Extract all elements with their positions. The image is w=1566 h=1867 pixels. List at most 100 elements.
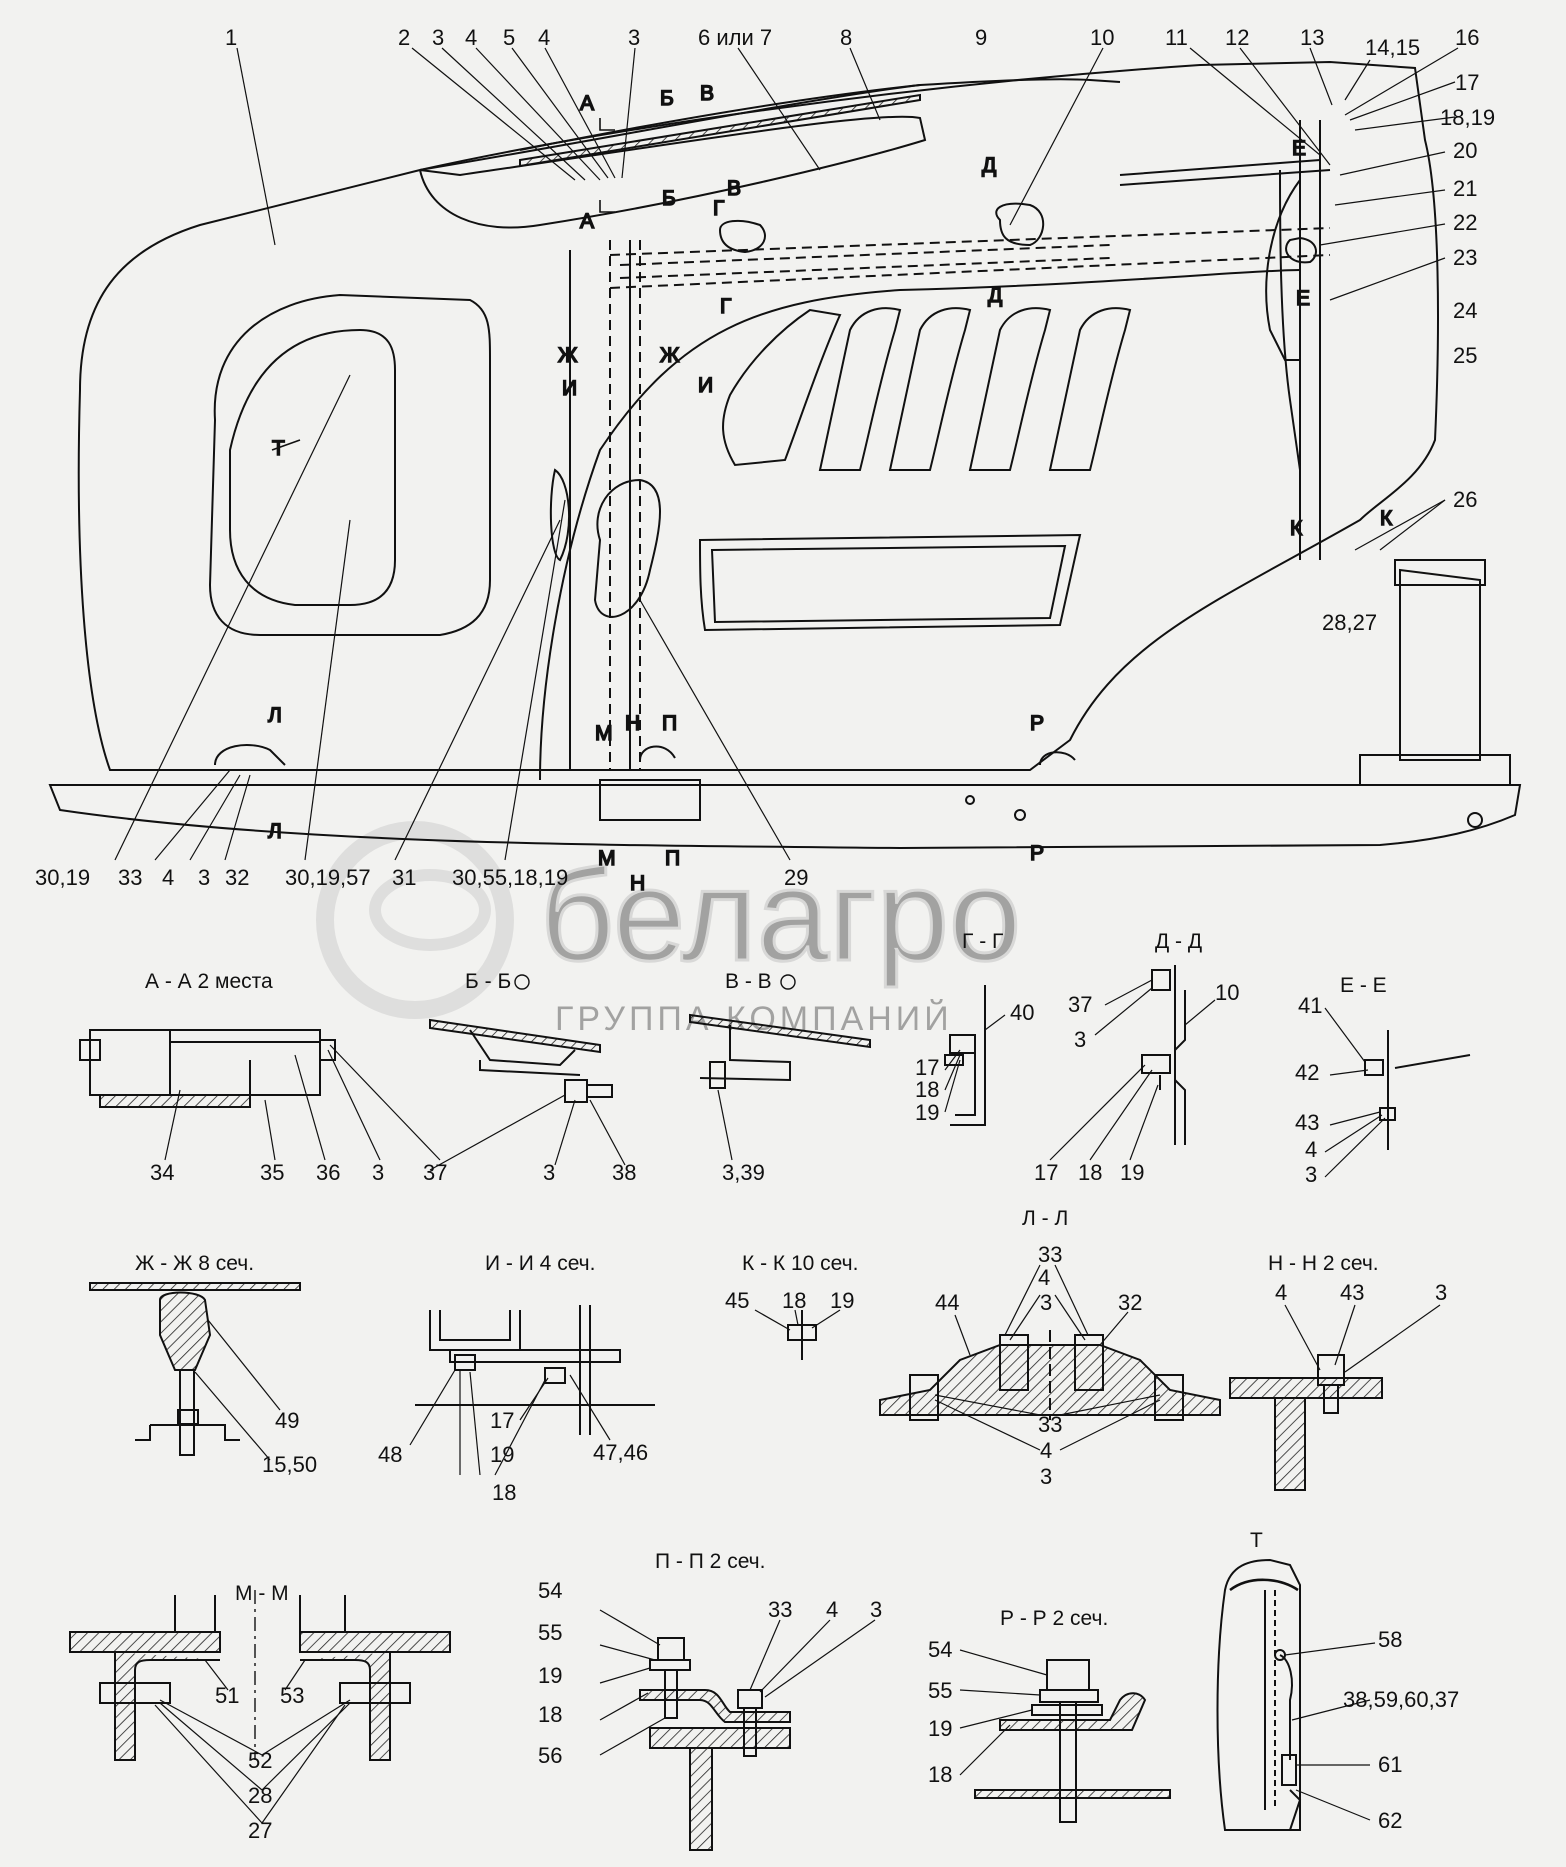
svg-text:55: 55	[928, 1678, 952, 1703]
main-callouts-bottom: 30,19 33 4 3 32 30,19,57 31 30,55,18,19 …	[35, 865, 808, 890]
callout-5: 5	[503, 25, 515, 50]
svg-text:52: 52	[248, 1748, 272, 1773]
svg-text:18: 18	[928, 1762, 952, 1787]
callout-28-27: 28,27	[1322, 610, 1377, 635]
svg-text:4: 4	[826, 1597, 838, 1622]
svg-text:48: 48	[378, 1442, 402, 1467]
svg-text:И: И	[562, 377, 577, 400]
svg-text:3: 3	[372, 1160, 384, 1185]
svg-text:54: 54	[538, 1578, 562, 1603]
section-aa: А - А 2 места 34 35 36 3 37	[79, 970, 447, 1185]
callout-30-55-18-19: 30,55,18,19	[452, 865, 568, 890]
section-gg: Г - Г 40 17 18 19	[915, 930, 1034, 1126]
svg-text:15,50: 15,50	[262, 1452, 317, 1477]
svg-text:54: 54	[928, 1637, 952, 1662]
svg-text:33: 33	[1038, 1242, 1062, 1267]
svg-text:4: 4	[1275, 1280, 1287, 1305]
svg-text:М: М	[598, 847, 616, 870]
svg-text:Л: Л	[268, 704, 282, 727]
section-pp-title: П - П 2 сеч.	[655, 1550, 765, 1573]
svg-text:42: 42	[1295, 1060, 1319, 1085]
svg-text:32: 32	[1118, 1290, 1142, 1315]
main-callouts-top: 1 2 3 4 5 4 3 6 или 7 8 9 10 11 12 13 14…	[225, 25, 1495, 635]
section-rr: Р - Р 2 сеч. 54 55 19 18	[928, 1607, 1171, 1823]
callout-31: 31	[392, 865, 416, 890]
svg-text:62: 62	[1378, 1808, 1402, 1833]
section-dd: Д - Д 37 3 10 17 18 19	[1034, 930, 1239, 1185]
svg-text:17: 17	[915, 1055, 939, 1080]
svg-text:58: 58	[1378, 1627, 1402, 1652]
svg-text:Д: Д	[988, 284, 1002, 307]
svg-text:19: 19	[915, 1100, 939, 1125]
svg-text:37: 37	[1068, 992, 1092, 1017]
svg-text:19: 19	[1120, 1160, 1144, 1185]
callout-32: 32	[225, 865, 249, 890]
svg-text:28: 28	[248, 1783, 272, 1808]
callout-21: 21	[1453, 176, 1477, 201]
section-ee-title: Е - Е	[1340, 974, 1387, 997]
svg-text:40: 40	[1010, 1000, 1034, 1025]
callout-4b: 4	[538, 25, 550, 50]
svg-text:3: 3	[1040, 1290, 1052, 1315]
svg-text:Е: Е	[1296, 287, 1310, 310]
svg-text:38,59,60,37: 38,59,60,37	[1343, 1687, 1459, 1712]
section-ee: Е - Е 41 42 43 4 3	[1295, 974, 1471, 1187]
section-mm-title: М - М	[235, 1582, 289, 1605]
section-bb: Б - Б 3 38	[429, 970, 636, 1185]
section-ll: Л - Л 33 4 3 44 32 33 4 3	[879, 1207, 1221, 1489]
callout-4c: 4	[162, 865, 174, 890]
callout-6-7: 6 или 7	[698, 25, 772, 50]
svg-text:53: 53	[280, 1683, 304, 1708]
leader-lines	[114, 47, 1459, 861]
section-rr-title: Р - Р 2 сеч.	[1000, 1607, 1108, 1630]
svg-text:27: 27	[248, 1818, 272, 1843]
svg-text:35: 35	[260, 1160, 284, 1185]
watermark: белагро ГРУППА КОМПАНИЙ	[316, 821, 1023, 1038]
callout-23: 23	[1453, 245, 1477, 270]
cab-side-view	[48, 60, 1522, 850]
callout-4: 4	[465, 25, 477, 50]
svg-text:И: И	[698, 374, 713, 397]
svg-text:51: 51	[215, 1683, 239, 1708]
callout-30-19: 30,19	[35, 865, 90, 890]
svg-text:4: 4	[1038, 1265, 1050, 1290]
svg-text:Б: Б	[660, 87, 674, 110]
callout-8: 8	[840, 25, 852, 50]
callout-11: 11	[1165, 25, 1188, 50]
section-aa-title: А - А 2 места	[145, 970, 273, 993]
svg-text:В: В	[727, 177, 741, 200]
svg-text:36: 36	[316, 1160, 340, 1185]
callout-3c: 3	[198, 865, 210, 890]
svg-text:3,39: 3,39	[722, 1160, 765, 1185]
callout-18-19: 18,19	[1440, 105, 1495, 130]
svg-text:Б: Б	[662, 187, 676, 210]
svg-text:10: 10	[1215, 980, 1239, 1005]
svg-text:19: 19	[928, 1716, 952, 1741]
svg-text:45: 45	[725, 1288, 749, 1313]
section-nn: Н - Н 2 сеч. 4 43 3	[1229, 1252, 1447, 1491]
callout-26: 26	[1453, 487, 1477, 512]
callout-13: 13	[1300, 25, 1324, 50]
view-t: Т 58 38,59,60,37 61 62	[1216, 1529, 1459, 1833]
svg-text:43: 43	[1340, 1280, 1364, 1305]
svg-text:18: 18	[915, 1077, 939, 1102]
svg-text:Н: Н	[625, 712, 640, 735]
svg-text:А: А	[580, 92, 594, 115]
svg-text:Е: Е	[1292, 137, 1306, 160]
svg-text:3: 3	[1305, 1162, 1317, 1187]
svg-text:П: П	[665, 847, 680, 870]
callout-29: 29	[784, 865, 808, 890]
section-vv-title: В - В	[725, 970, 772, 993]
svg-text:17: 17	[490, 1408, 514, 1433]
callout-2: 2	[398, 25, 410, 50]
callout-22: 22	[1453, 210, 1477, 235]
svg-text:4: 4	[1305, 1137, 1317, 1162]
section-kk: К - К 10 сеч. 45 18 19	[725, 1252, 858, 1360]
svg-text:19: 19	[490, 1442, 514, 1467]
svg-text:Ж: Ж	[558, 344, 578, 367]
svg-text:38: 38	[612, 1160, 636, 1185]
svg-text:18: 18	[782, 1288, 806, 1313]
svg-text:44: 44	[935, 1290, 959, 1315]
